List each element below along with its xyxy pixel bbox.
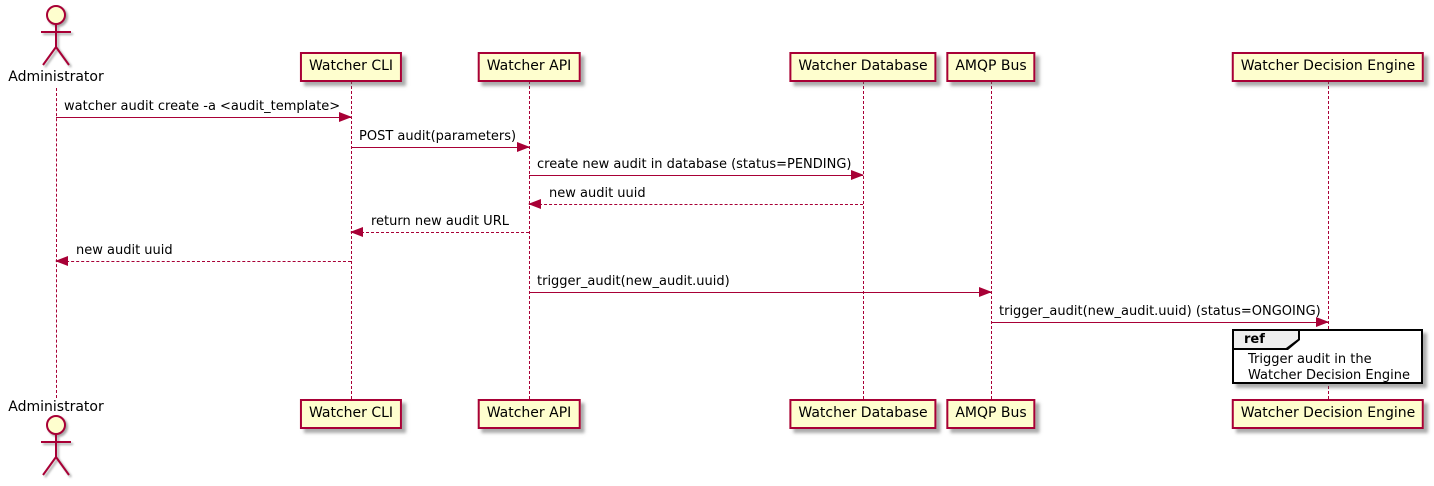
ref-keyword: ref — [1244, 332, 1265, 347]
participant-watcher-cli-top: Watcher CLI — [299, 52, 403, 82]
message-label: new audit uuid — [76, 243, 173, 258]
arrow-line — [351, 147, 529, 148]
arrowhead-right-icon — [1316, 317, 1329, 327]
participant-watcher-database-top: Watcher Database — [789, 52, 937, 82]
participant-watcher-api-top: Watcher API — [477, 52, 581, 82]
lifeline-watcher-decision-engine — [1328, 81, 1329, 399]
ref-body: Trigger audit in the Watcher Decision En… — [1234, 331, 1421, 384]
message-label: watcher audit create -a <audit_template> — [64, 99, 341, 114]
arrowhead-right-icon — [851, 170, 864, 180]
actor-icon — [37, 3, 75, 69]
arrow-line — [56, 261, 351, 262]
lifeline-administrator — [56, 88, 57, 398]
lifeline-watcher-api — [529, 81, 530, 399]
participant-watcher-decision-engine-top: Watcher Decision Engine — [1231, 52, 1425, 82]
arrowhead-right-icon — [339, 112, 352, 122]
message-label: trigger_audit(new_audit.uuid) (status=ON… — [999, 304, 1321, 319]
arrowhead-left-icon — [350, 227, 363, 237]
arrow-line — [991, 322, 1328, 323]
arrow-line — [351, 232, 529, 233]
participant-amqp-bus-top: AMQP Bus — [946, 52, 1036, 82]
arrowhead-right-icon — [517, 142, 530, 152]
participant-watcher-decision-engine-bottom: Watcher Decision Engine — [1231, 399, 1425, 429]
message-label: new audit uuid — [549, 186, 646, 201]
arrowhead-right-icon — [979, 287, 992, 297]
ref-pentagon-icon — [1234, 331, 1300, 350]
arrow-line — [529, 204, 863, 205]
arrow-line — [56, 117, 351, 118]
participant-watcher-database-bottom: Watcher Database — [789, 399, 937, 429]
arrowhead-left-icon — [55, 256, 68, 266]
arrow-line — [529, 292, 991, 293]
participant-watcher-cli-bottom: Watcher CLI — [299, 399, 403, 429]
actor-label-top: Administrator — [8, 69, 104, 85]
actor-icon — [37, 413, 75, 479]
lifeline-watcher-database — [863, 81, 864, 399]
arrow-line — [529, 175, 863, 176]
ref-text-line2: Watcher Decision Engine — [1248, 368, 1410, 383]
message-label: create new audit in database (status=PEN… — [537, 157, 852, 172]
lifeline-watcher-cli — [351, 81, 352, 399]
message-label: POST audit(parameters) — [359, 129, 517, 144]
message-label: trigger_audit(new_audit.uuid) — [537, 274, 730, 289]
message-label: return new audit URL — [371, 214, 509, 229]
lifeline-amqp-bus — [991, 81, 992, 399]
ref-text-line1: Trigger audit in the — [1248, 352, 1372, 367]
participant-watcher-api-bottom: Watcher API — [477, 399, 581, 429]
actor-label-bottom: Administrator — [8, 399, 104, 415]
ref-fragment: ref Trigger audit in the Watcher Decisio… — [1232, 329, 1423, 384]
arrowhead-left-icon — [528, 199, 541, 209]
participant-amqp-bus-bottom: AMQP Bus — [946, 399, 1036, 429]
